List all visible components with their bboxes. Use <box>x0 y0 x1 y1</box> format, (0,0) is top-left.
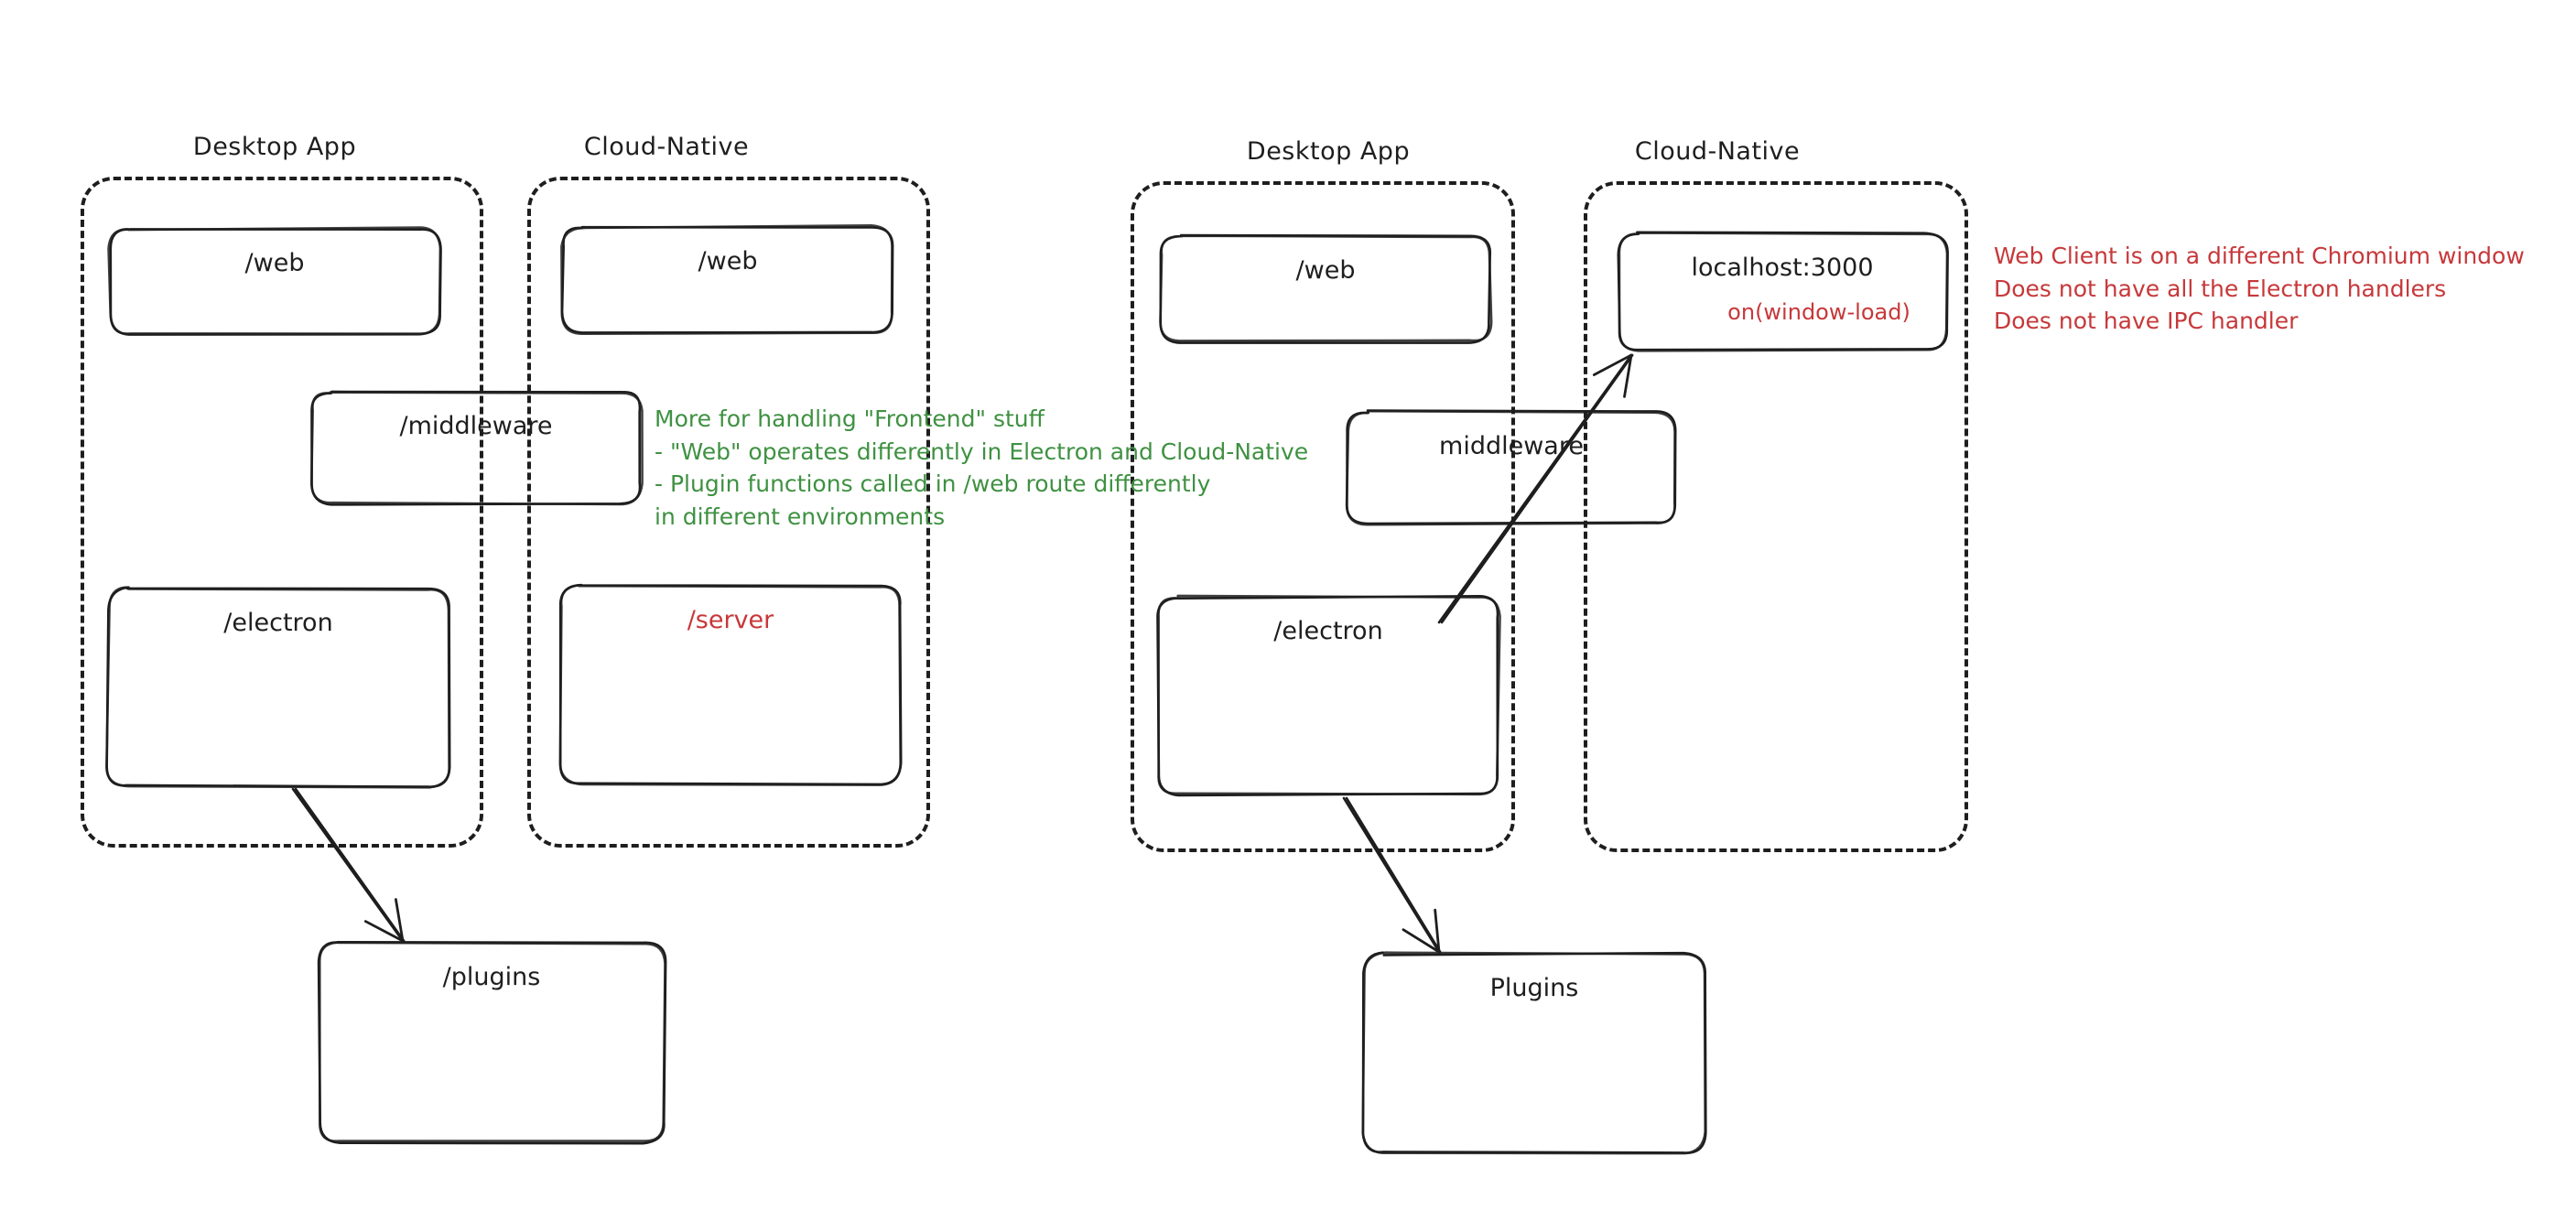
node-label-left-electron: /electron <box>223 609 333 637</box>
arrow-arrow-electron-to-plugins-left[interactable] <box>293 789 403 941</box>
annotation-line: More for handling "Frontend" stuff <box>655 405 1044 432</box>
group-frame-right-cloud <box>1584 181 1968 852</box>
group-label-left-desktop: Desktop App <box>192 133 357 161</box>
node-sublabel-right-localhost: on(window-load) <box>1727 299 1910 325</box>
node-label-right-plugins: Plugins <box>1489 974 1579 1002</box>
annotation-line: Does not have all the Electron handlers <box>1994 275 2447 302</box>
group-label-right-desktop: Desktop App <box>1246 137 1411 166</box>
node-label-right-middleware: middleware <box>1439 432 1584 460</box>
annotation-green-note: More for handling "Frontend" stuff - "Web… <box>655 403 1308 533</box>
node-label-left-server: /server <box>687 606 774 634</box>
node-label-right-electron: /electron <box>1273 617 1383 645</box>
group-frame-right-desktop <box>1131 181 1515 852</box>
node-label-right-localhost: localhost:3000 <box>1691 254 1874 282</box>
annotation-line: - Plugin functions called in /web route … <box>655 470 1211 497</box>
arrow-arrow-electron-to-plugins-right[interactable] <box>1344 798 1439 952</box>
arrow-arrow-electron-to-localhost[interactable] <box>1439 355 1631 622</box>
annotation-red-note: Web Client is on a different Chromium wi… <box>1994 240 2525 338</box>
group-label-left-cloud: Cloud-Native <box>583 133 750 161</box>
node-left-cloud-web[interactable] <box>563 227 893 332</box>
node-label-left-desktop-web: /web <box>244 249 305 277</box>
group-frame-left-desktop <box>81 177 483 848</box>
node-label-right-desktop-web: /web <box>1295 256 1356 285</box>
node-label-left-plugins: /plugins <box>442 963 541 991</box>
group-label-right-cloud: Cloud-Native <box>1634 137 1801 166</box>
node-left-middleware[interactable] <box>311 392 641 503</box>
annotation-line: - "Web" operates differently in Electron… <box>655 438 1309 465</box>
annotation-line: in different environments <box>655 503 946 530</box>
group-frame-left-cloud <box>527 177 930 848</box>
node-label-left-cloud-web: /web <box>698 247 758 276</box>
node-right-localhost[interactable] <box>1618 233 1946 351</box>
node-label-left-middleware: /middleware <box>399 412 553 440</box>
annotation-line: Does not have IPC handler <box>1994 308 2299 334</box>
node-left-desktop-web[interactable] <box>110 229 439 334</box>
annotation-line: Web Client is on a different Chromium wi… <box>1994 243 2525 269</box>
node-right-desktop-web[interactable] <box>1161 236 1490 341</box>
